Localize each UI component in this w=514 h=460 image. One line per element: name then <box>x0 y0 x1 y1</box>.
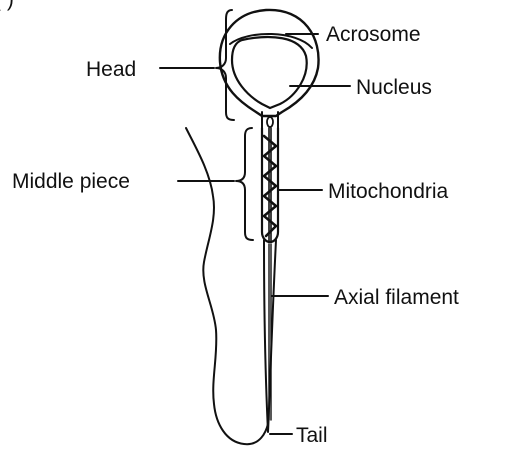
label-mitochondria: Mitochondria <box>328 180 449 203</box>
label-head: Head <box>86 58 136 81</box>
head-outline <box>220 10 319 116</box>
cell-outline <box>186 128 268 444</box>
nucleus-outline <box>232 37 307 108</box>
middle-piece-brace <box>236 128 253 240</box>
label-acrosome: Acrosome <box>326 23 421 46</box>
centriole <box>267 117 273 127</box>
tail-outline <box>264 240 276 432</box>
label-nucleus: Nucleus <box>356 76 432 99</box>
label-axial-filament: Axial filament <box>334 286 459 309</box>
neck <box>262 112 278 128</box>
axial-core <box>269 128 271 242</box>
label-tail: Tail <box>296 424 328 447</box>
corner-mark: ( ) <box>0 0 14 11</box>
label-middle-piece: Middle piece <box>12 170 130 193</box>
mitochondria-spiral <box>264 136 276 236</box>
